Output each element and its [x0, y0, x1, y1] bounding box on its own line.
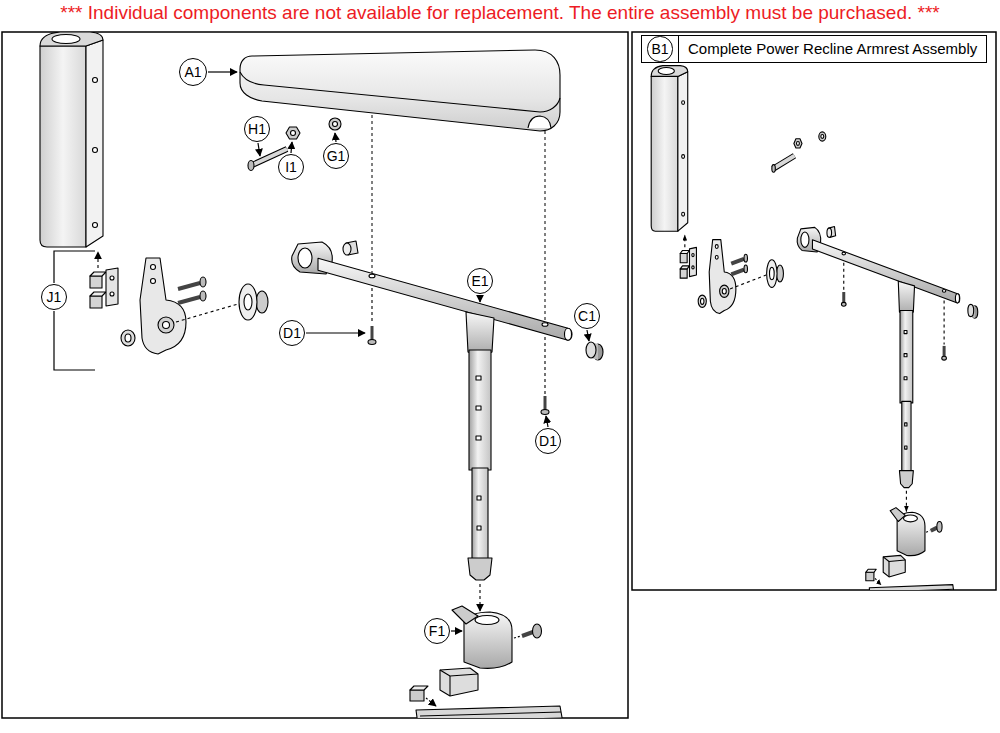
- left-view: [40, 32, 603, 718]
- callout-circle: B1: [647, 36, 672, 61]
- callout-number: G1: [327, 149, 346, 163]
- callout-number: A1: [184, 65, 201, 79]
- callout-number: D1: [539, 434, 557, 448]
- leader-lines: [587, 330, 589, 341]
- callout-number: J1: [47, 290, 62, 304]
- left-view: [40, 32, 603, 718]
- assembly-name: Complete Power Recline Armrest Assembly: [678, 36, 986, 62]
- title-bar: *** Individual components are not availa…: [0, 2, 1000, 24]
- callout-number: E1: [471, 274, 488, 288]
- callout-number: I1: [285, 160, 297, 174]
- leader-lines: [208, 71, 237, 72]
- leader-lines: [335, 133, 336, 142]
- leader-lines: [54, 251, 95, 370]
- callout-circle: E1: [467, 268, 493, 294]
- right-view: [651, 66, 978, 590]
- callout-circle: I1: [278, 154, 304, 180]
- leader-lines: [54, 72, 589, 631]
- leader-lines: [546, 416, 548, 427]
- armrest-pad: [240, 50, 560, 131]
- assembly-label-box: Complete Power Recline Armrest Assembly B…: [641, 35, 987, 63]
- leader-lines: [479, 295, 480, 302]
- armrest-pad: [240, 72, 560, 112]
- callout-number: D1: [283, 326, 301, 340]
- exploded-line: [372, 115, 373, 273]
- callout-circle: A1: [179, 58, 207, 86]
- callout-number: C1: [578, 309, 596, 323]
- callout-circle: D1: [279, 320, 305, 346]
- callout-number: B1: [651, 42, 668, 56]
- notice-title: *** Individual components are not availa…: [60, 2, 939, 23]
- callout-circle: G1: [323, 143, 350, 170]
- leader-lines: [291, 142, 292, 153]
- callout-circle: C1: [574, 303, 600, 329]
- right-view: [651, 66, 978, 590]
- exploded-line: [545, 131, 546, 322]
- callout-number: H1: [248, 122, 266, 136]
- callout-circle: J1: [41, 284, 67, 310]
- leader-lines: [258, 143, 260, 156]
- leader-lines: [451, 630, 462, 631]
- callout-circle: D1: [535, 428, 561, 454]
- armrest-pad: [240, 50, 560, 131]
- callout-circle: H1: [244, 116, 270, 142]
- callout-circle: F1: [424, 618, 450, 644]
- callout-number: F1: [429, 624, 445, 638]
- armrest-pad: [528, 116, 551, 128]
- leader-lines: [306, 332, 365, 333]
